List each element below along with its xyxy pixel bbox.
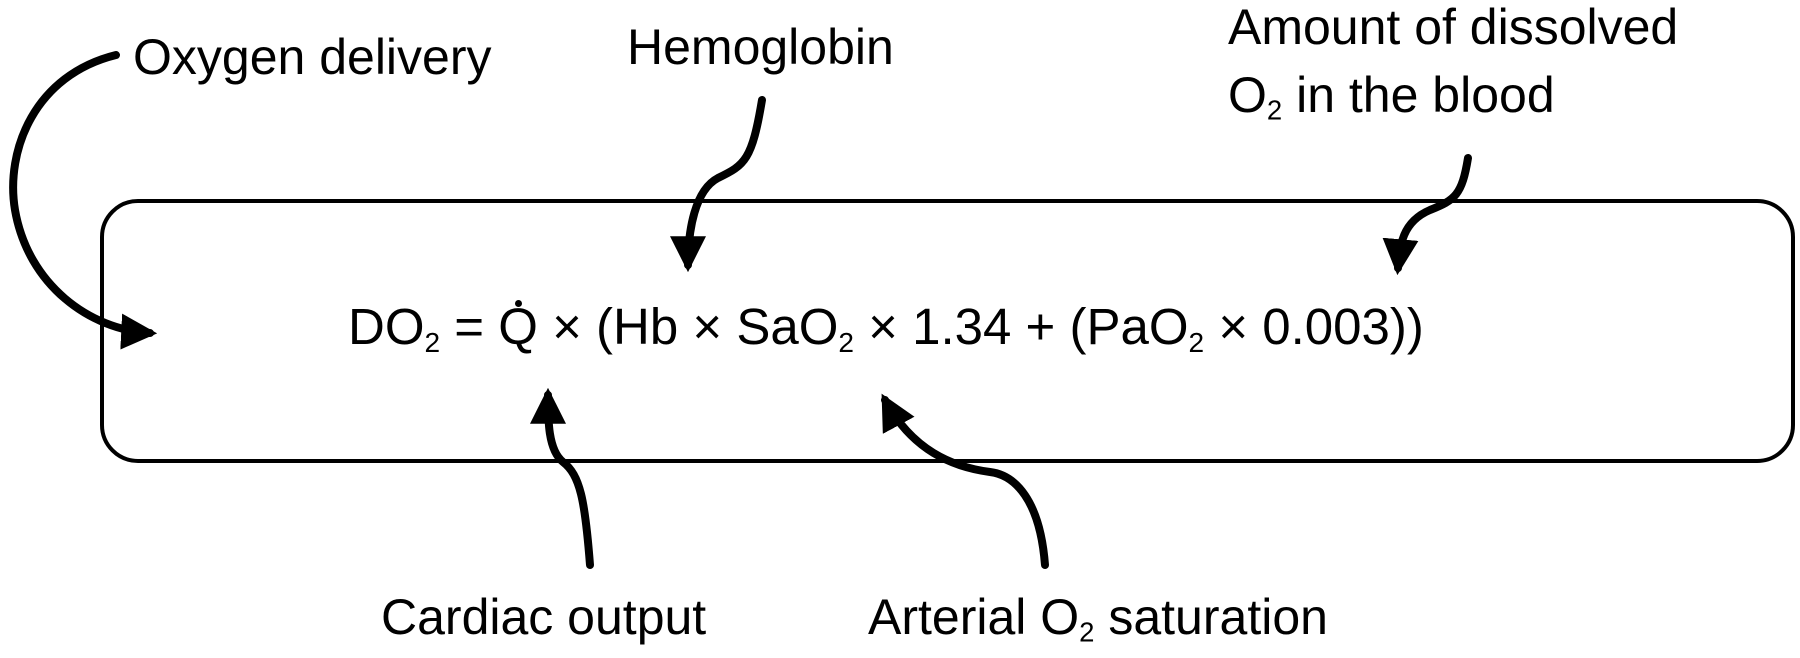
arrow-hemoglobin [670, 96, 766, 273]
arrow-oxygen-delivery [9, 51, 158, 350]
dissolved-rest-text: in the blood [1282, 67, 1555, 123]
eq-middle-1: × (Hb × SaO [537, 298, 839, 355]
oxygen-delivery-equation: DO2 = Q × (Hb × SaO2 × 1.34 + (PaO2 × 0.… [348, 298, 1424, 358]
eq-sao-subscript: 2 [838, 326, 854, 358]
saturation-post-text: saturation [1094, 589, 1328, 645]
arrow-cardiac-output [530, 387, 594, 569]
eq-pao-subscript: 2 [1188, 326, 1205, 358]
label-hemoglobin: Hemoglobin [627, 19, 894, 75]
eq-end: × 0.003)) [1204, 298, 1424, 355]
saturation-pre-text: Arterial O [868, 589, 1080, 645]
saturation-subscript: 2 [1079, 616, 1095, 648]
eq-equals: = [440, 298, 499, 355]
arrow-arterial-saturation [881, 393, 1049, 569]
label-dissolved-line2: O2 in the blood [1228, 67, 1555, 126]
label-dissolved-line1: Amount of dissolved [1228, 0, 1679, 55]
eq-q-dot: Q [498, 298, 538, 355]
eq-middle-2: × 1.34 + (PaO [854, 298, 1189, 355]
dissolved-subscript: 2 [1266, 94, 1283, 126]
dissolved-o-text: O [1228, 67, 1267, 123]
label-cardiac-output: Cardiac output [381, 589, 707, 645]
eq-do: DO [348, 298, 425, 355]
arrow-dissolved [1382, 154, 1472, 276]
label-oxygen-delivery: Oxygen delivery [133, 29, 492, 85]
label-arterial-saturation: Arterial O2 saturation [868, 589, 1328, 648]
eq-do-subscript: 2 [424, 326, 441, 358]
